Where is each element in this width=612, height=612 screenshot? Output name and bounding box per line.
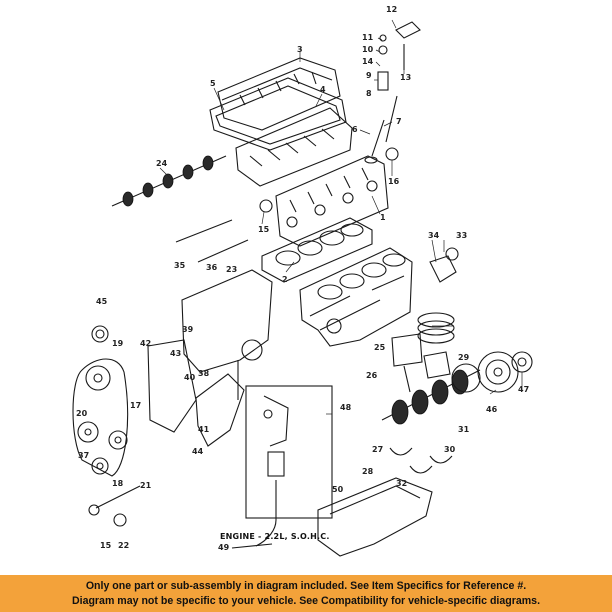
callout-label: 1: [380, 213, 386, 222]
seals: [91, 147, 399, 343]
callout-label: 26: [366, 371, 378, 380]
tensioner: [88, 485, 141, 527]
callout-label: 31: [458, 425, 470, 434]
disclaimer-banner: Only one part or sub-assembly in diagram…: [0, 575, 612, 612]
valve-cover-gasket: [209, 77, 347, 151]
callout-labels: 1 2 3 4 5 6 7 8 9 10 11 12 13 14 15 15 1…: [76, 5, 529, 552]
diagram-caption: ENGINE - 2.2L, S.O.H.C.: [220, 532, 330, 541]
callout-label: 9: [366, 71, 372, 80]
camshaft: [111, 155, 227, 207]
callout-label: 36: [206, 263, 218, 272]
oil-pan: [317, 477, 433, 557]
callout-label: 20: [76, 409, 88, 418]
callout-label: 11: [362, 33, 374, 42]
callout-label: 37: [78, 451, 89, 460]
callout-label: 6: [352, 125, 358, 134]
callout-label: 13: [400, 73, 411, 82]
callout-label: 49: [218, 543, 230, 552]
callout-label: 38: [198, 369, 210, 378]
callout-label: 21: [140, 481, 152, 490]
oil-pickup-detail: [245, 385, 333, 547]
rocker-assembly: [235, 107, 353, 187]
pistons: [391, 312, 455, 393]
callout-label: 8: [366, 89, 372, 98]
callout-label: 39: [182, 325, 194, 334]
callout-label: 17: [130, 401, 141, 410]
callout-label: 48: [340, 403, 352, 412]
callout-label: 34: [428, 231, 440, 240]
callout-label: 2: [282, 275, 288, 284]
disclaimer-line-2: Diagram may not be specific to your vehi…: [71, 595, 541, 607]
callout-label: 40: [184, 373, 196, 382]
callout-label: 10: [362, 45, 374, 54]
callout-label: 25: [374, 343, 386, 352]
disclaimer-line-1: Only one part or sub-assembly in diagram…: [85, 580, 527, 592]
callout-label: 30: [444, 445, 456, 454]
dipstick: [231, 543, 273, 549]
cylinder-head: [275, 155, 389, 247]
callout-label: 18: [112, 479, 124, 488]
water-outlet: [429, 247, 459, 283]
callout-label: 22: [118, 541, 129, 550]
rocker-shafts: [175, 219, 249, 263]
engine-block: [299, 247, 413, 347]
head-gasket: [261, 217, 373, 283]
callout-label: 7: [396, 117, 402, 126]
callout-label: 24: [156, 159, 168, 168]
callout-label: 15: [258, 225, 270, 234]
callout-label: 35: [174, 261, 186, 270]
callout-label: 41: [198, 425, 210, 434]
leader-lines: [159, 19, 523, 415]
callout-label: 43: [170, 349, 181, 358]
callout-label: 45: [96, 297, 108, 306]
exploded-engine-diagram: 1 2 3 4 5 6 7 8 9 10 11 12 13 14 15 15 1…: [72, 5, 533, 557]
callout-label: 19: [112, 339, 124, 348]
callout-label: 12: [386, 5, 397, 14]
timing-belt-system: [72, 358, 129, 477]
callout-label: 33: [456, 231, 467, 240]
callout-label: 15: [100, 541, 112, 550]
callout-label: 46: [486, 405, 498, 414]
callout-label: 16: [388, 177, 400, 186]
callout-label: 14: [362, 57, 374, 66]
callout-label: 28: [362, 467, 374, 476]
main-bearings: [389, 447, 453, 474]
callout-label: 42: [140, 339, 151, 348]
callout-label: 23: [226, 265, 237, 274]
valve-train: [364, 21, 421, 164]
callout-label: 29: [458, 353, 470, 362]
timing-covers: [147, 269, 273, 447]
callout-label: 3: [297, 45, 303, 54]
callout-label: 47: [518, 385, 529, 394]
callout-label: 50: [332, 485, 344, 494]
callout-label: 32: [396, 479, 407, 488]
callout-label: 44: [192, 447, 204, 456]
callout-label: 27: [372, 445, 383, 454]
callout-label: 5: [210, 79, 216, 88]
oil-pump: [237, 339, 263, 400]
callout-label: 4: [320, 85, 326, 94]
crankshaft: [381, 363, 481, 425]
